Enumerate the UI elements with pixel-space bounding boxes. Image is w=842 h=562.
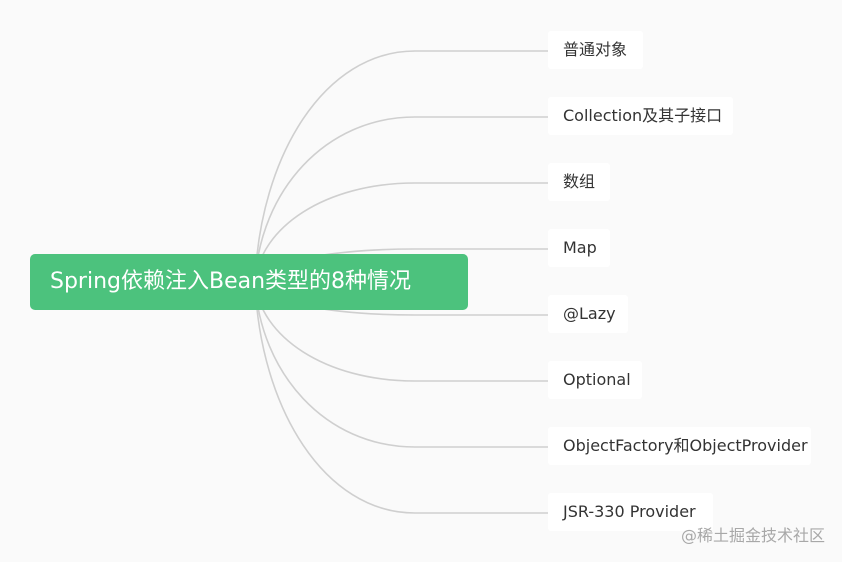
child-node-array[interactable]: 数组 (548, 163, 610, 201)
connector-line (254, 50, 548, 283)
connector-line (254, 281, 548, 514)
watermark: @稀土掘金技术社区 (680, 526, 825, 545)
child-node-objectfactory[interactable]: ObjectFactory和ObjectProvider (548, 427, 811, 465)
connector-line (254, 281, 548, 448)
child-node-collection[interactable]: Collection及其子接口 (548, 97, 733, 135)
root-node[interactable]: Spring依赖注入Bean类型的8种情况 (30, 254, 468, 310)
connector-line (254, 116, 548, 283)
child-node-lazy[interactable]: @Lazy (548, 295, 628, 333)
child-node-optional[interactable]: Optional (548, 361, 642, 399)
child-node-map[interactable]: Map (548, 229, 610, 267)
child-node-plain-object[interactable]: 普通对象 (548, 31, 643, 69)
child-node-jsr330-provider[interactable]: JSR-330 Provider (548, 493, 713, 531)
